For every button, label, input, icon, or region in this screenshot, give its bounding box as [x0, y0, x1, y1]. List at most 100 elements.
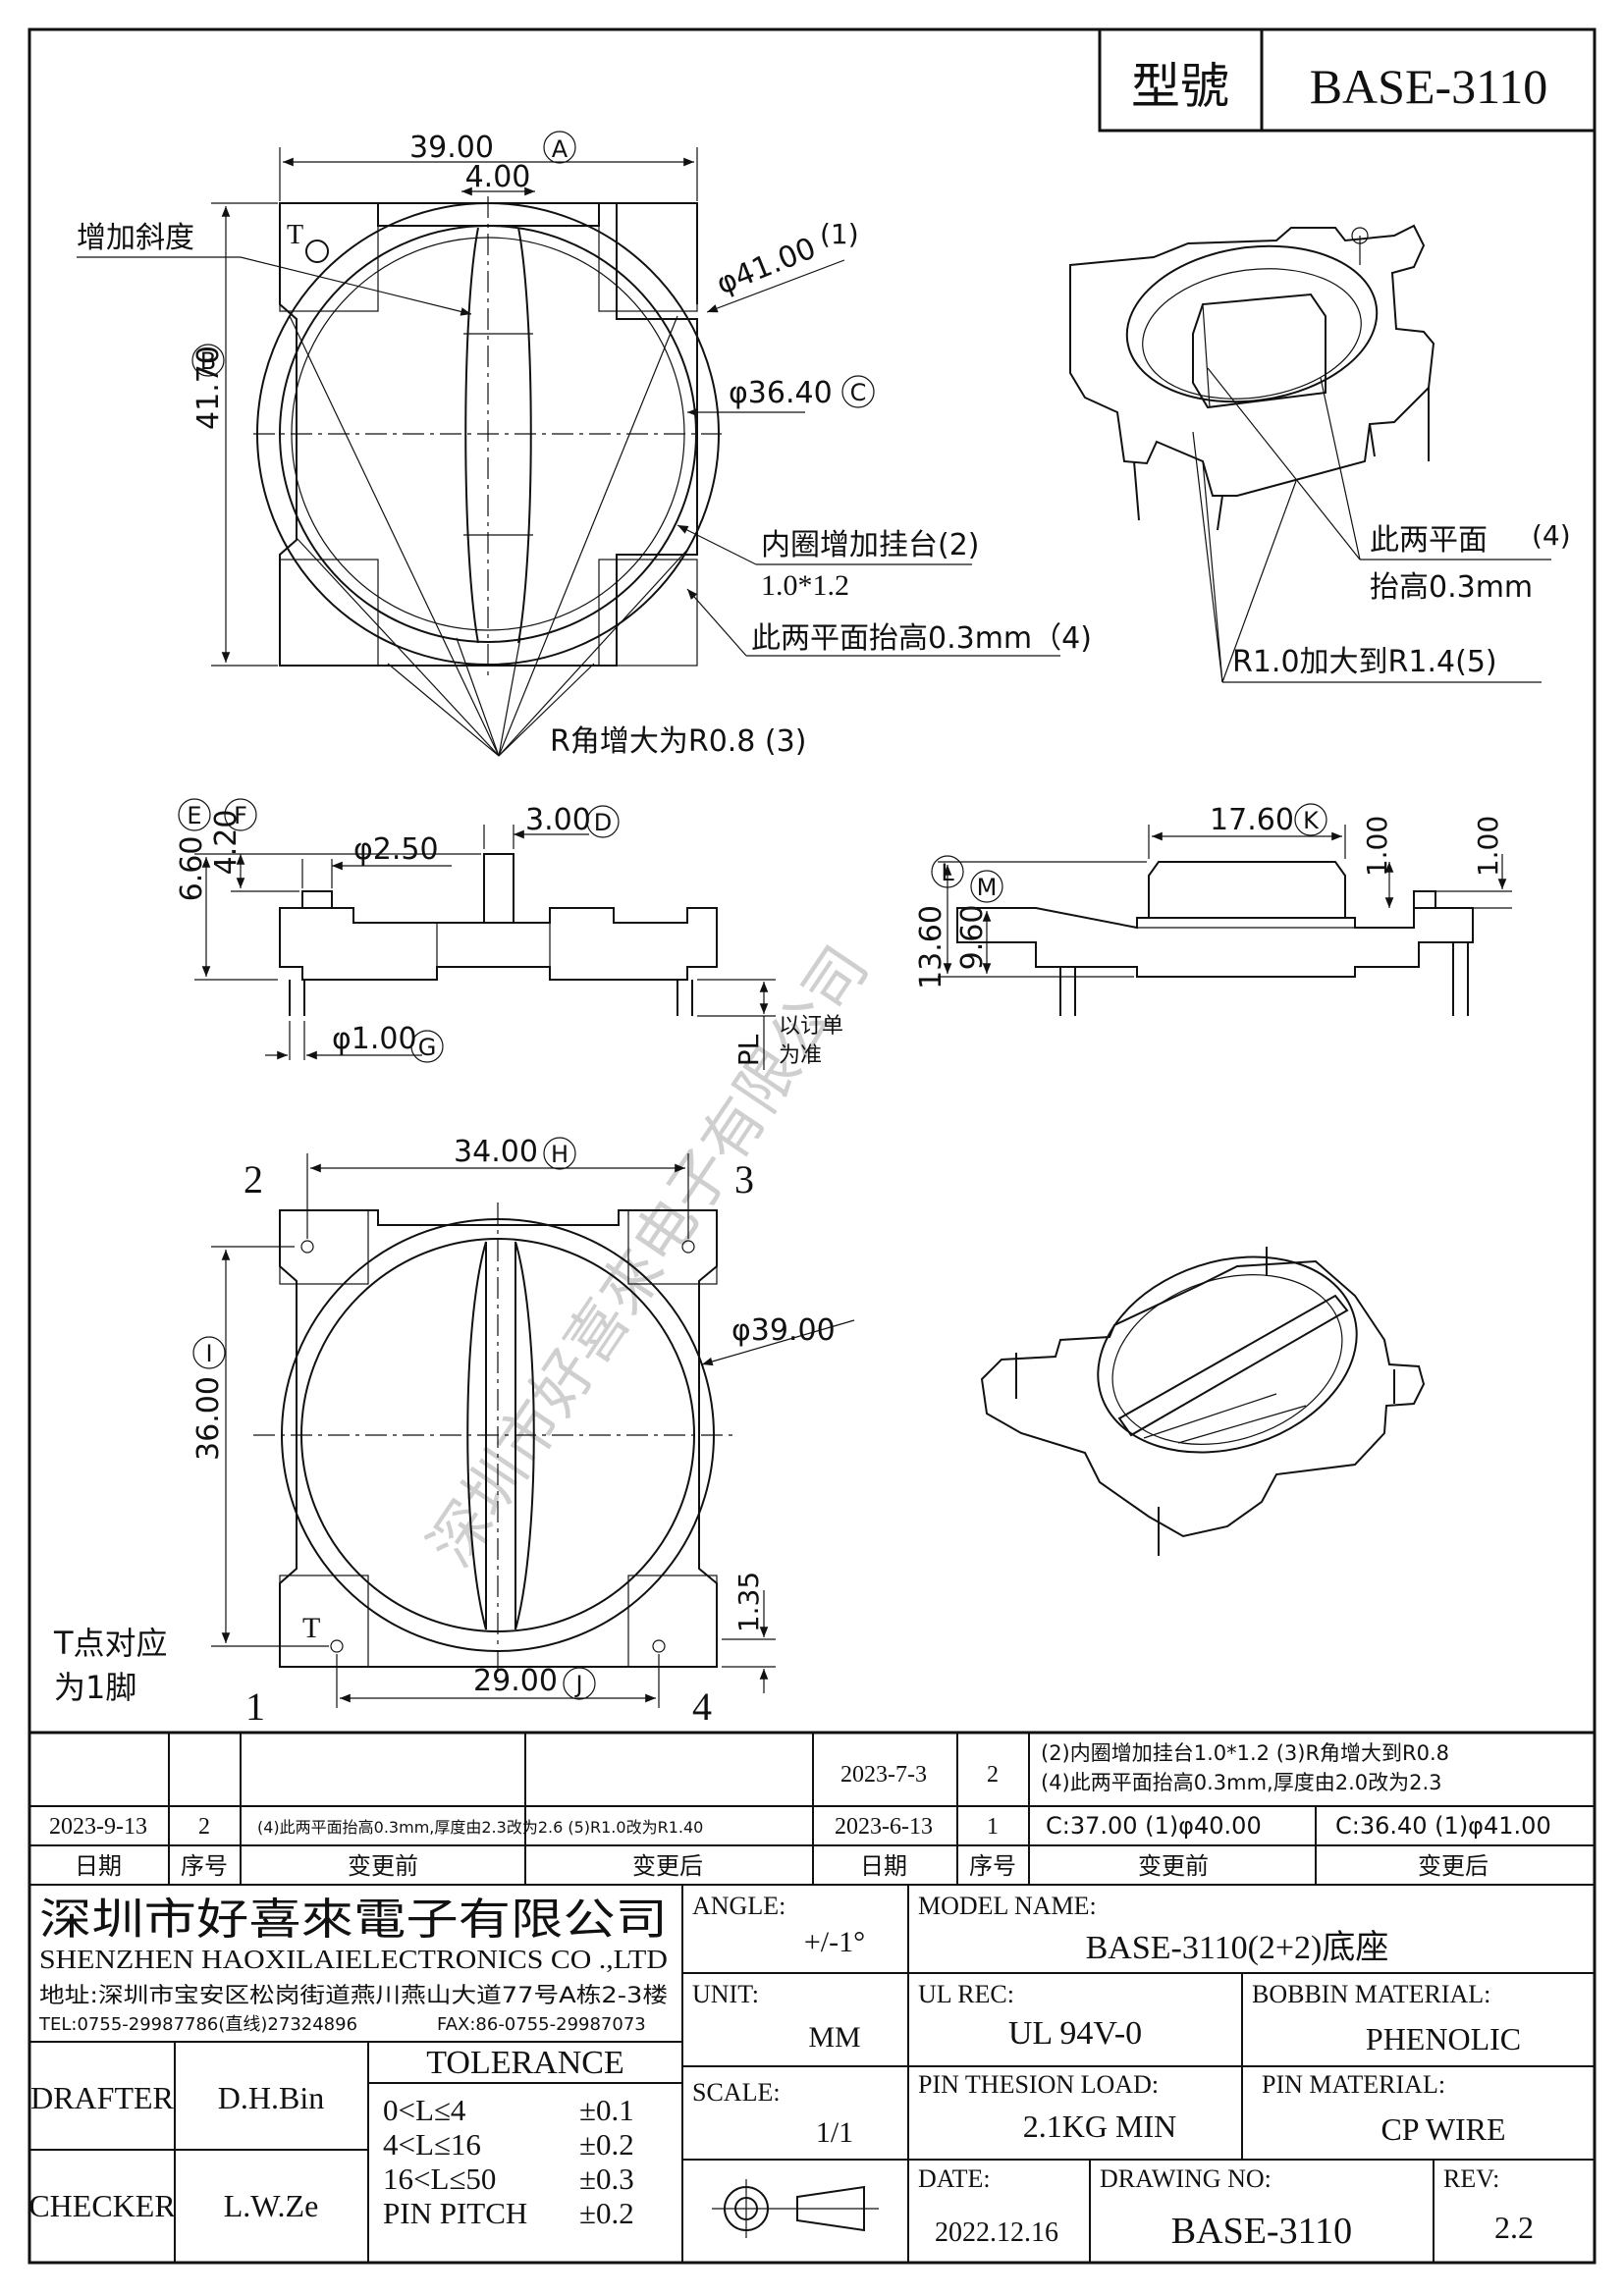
company-name-en: SHENZHEN HAOXILAIELECTRONICS CO .,LTD	[39, 1945, 668, 1974]
tol-value-1: ±0.1	[579, 2093, 634, 2127]
rev-header-seq2: 序号	[969, 1852, 1016, 1880]
ul-value: UL 94V-0	[1008, 2015, 1142, 2052]
tag-f-text: F	[234, 802, 247, 829]
pl-label: PL	[732, 1034, 765, 1066]
bobbin-label: BOBBIN MATERIAL:	[1252, 1980, 1490, 2008]
dim-e: 6.60	[175, 836, 209, 902]
rev-row2-seq: 2	[198, 1814, 210, 1840]
rev-label: REV:	[1443, 2164, 1499, 2193]
rev-header-after2: 变更后	[1418, 1852, 1489, 1880]
pin-number-4: 4	[692, 1684, 712, 1729]
tag-h	[543, 1137, 576, 1170]
bottom-t-mark: T	[302, 1612, 320, 1644]
dim-step-2: 1.00	[1472, 816, 1504, 877]
rev-header-before: 变更前	[348, 1852, 418, 1880]
tag-g-text: G	[418, 1034, 437, 1061]
tag-i	[192, 1336, 226, 1369]
tag-f	[224, 798, 257, 831]
tag-d-text: D	[594, 809, 612, 836]
pin-material-value: CP WIRE	[1380, 2111, 1505, 2147]
rev-header-seq: 序号	[181, 1852, 228, 1880]
tag-b	[191, 344, 225, 377]
checker-value: L.W.Ze	[224, 2188, 319, 2223]
date-value: 2022.12.16	[935, 2217, 1058, 2248]
pin-material-label: PIN MATERIAL:	[1262, 2070, 1445, 2099]
rev-header-after: 变更后	[632, 1852, 703, 1880]
drawing-no-value: BASE-3110	[1171, 2211, 1352, 2252]
rev-row1-seq2: 2	[987, 1762, 999, 1788]
company-address: 地址:深圳市宝安区松岗街道燕川燕山大道77号A栋2-3楼	[39, 1984, 668, 2008]
tag-j	[563, 1667, 596, 1700]
tol-range-1: 0<L≤4	[383, 2093, 466, 2127]
rev-row2-seq2: 1	[987, 1814, 999, 1840]
dim-width: 39.00	[409, 131, 494, 165]
note-ledge: 内圈增加挂台(2)	[761, 528, 980, 562]
tol-value-2: ±0.2	[579, 2127, 634, 2162]
iso-view-bottom	[980, 1247, 1426, 1556]
drafter-label: DRAFTER	[30, 2080, 174, 2115]
dim-inner-dia: φ36.40	[729, 376, 833, 410]
tag-h-text: H	[551, 1141, 568, 1168]
angle-label: ANGLE:	[692, 1892, 785, 1920]
angle-value: +/-1°	[804, 1926, 865, 1958]
tol-range-2: 4<L≤16	[383, 2127, 481, 2162]
model-name-label: MODEL NAME:	[918, 1892, 1097, 1920]
rev-row1-before2b: (4)此两平面抬高0.3mm,厚度由2.0改为2.3	[1041, 1771, 1442, 1794]
pin-load-label: PIN THESION LOAD:	[918, 2070, 1159, 2099]
pl-note-2: 为准	[779, 1043, 822, 1068]
front-view: 6.60 4.20 E F φ2.50 3.00 D φ1.00 G PL 以订…	[175, 798, 843, 1070]
rev-row1-date2: 2023-7-3	[840, 1762, 927, 1788]
dim-d: 3.00	[525, 803, 591, 837]
tol-range-4: PIN PITCH	[383, 2196, 527, 2230]
rev-row2-before2: C:37.00 (1)φ40.00	[1046, 1812, 1262, 1840]
note-t-1: T点对应	[53, 1625, 168, 1662]
model-header-value: BASE-3110	[1310, 59, 1548, 114]
tag-g	[410, 1030, 444, 1063]
dim-m: 9.60	[955, 905, 990, 971]
dim-l: 13.60	[914, 905, 948, 989]
company-name-cn: 深圳市好喜來電子有限公司	[39, 1895, 668, 1945]
dim-outer-dia: φ41.00	[712, 231, 821, 301]
note-raise: 此两平面抬高0.3mm（4)	[751, 621, 1092, 656]
tol-value-3: ±0.3	[579, 2162, 634, 2196]
side-view: 17.60 K 1.00 1.00 13.60 9.60 L M	[914, 803, 1512, 1016]
note-t-2: 为1脚	[54, 1669, 136, 1706]
dim-height: 41.70	[191, 346, 226, 430]
model-header-label: 型號	[1131, 58, 1229, 115]
dim-h: 34.00	[454, 1135, 538, 1169]
dim-dia-39: φ39.00	[731, 1313, 836, 1348]
tag-k	[1294, 803, 1327, 836]
date-label: DATE:	[918, 2164, 991, 2193]
dim-g: φ1.00	[332, 1022, 417, 1056]
iso-view-top: 此两平面 (4) 抬高0.3mm R1.0加大到R1.4(5)	[1069, 224, 1571, 683]
unit-label: UNIT:	[692, 1980, 759, 2008]
bobbin-value: PHENOLIC	[1366, 2021, 1521, 2056]
tag-m	[970, 870, 1003, 903]
drafter-value: D.H.Bin	[218, 2080, 324, 2115]
company-fax: FAX:86-0755-29987073	[437, 2014, 646, 2035]
tag-k-text: K	[1303, 807, 1320, 834]
tag-a	[543, 131, 576, 164]
tag-e-text: E	[187, 802, 201, 829]
scale-label: SCALE:	[692, 2078, 781, 2107]
projection-symbol	[712, 2179, 879, 2238]
rev-row2-date2: 2023-6-13	[835, 1814, 933, 1840]
iso-note-raise-num: (4)	[1532, 519, 1571, 552]
tag-j-text: J	[573, 1671, 582, 1698]
revision-table: 2023-7-3 2 (2)内圈增加挂台1.0*1.2 (3)R角增大到R0.8…	[29, 1731, 1595, 1886]
title-block: 深圳市好喜來電子有限公司 SHENZHEN HAOXILAIELECTRONIC…	[28, 1885, 1595, 2263]
dim-pin: φ2.50	[353, 832, 439, 867]
company-tel: TEL:0755-29987786(直线)27324896	[38, 2014, 357, 2035]
tag-l-text: L	[941, 859, 954, 886]
tol-value-4: ±0.2	[579, 2196, 634, 2230]
rev-header-date: 日期	[75, 1852, 122, 1880]
tolerance-label: TOLERANCE	[426, 2045, 623, 2081]
top-t-mark: T	[287, 220, 303, 250]
tag-i-text: I	[205, 1340, 212, 1367]
sheet-border	[27, 27, 1597, 2265]
iso-note-raise-1: 此两平面	[1370, 523, 1488, 558]
rev-row2-after2: C:36.40 (1)φ41.00	[1335, 1812, 1551, 1840]
tag-e	[178, 798, 211, 831]
iso-note-raise-2: 抬高0.3mm	[1370, 570, 1533, 605]
